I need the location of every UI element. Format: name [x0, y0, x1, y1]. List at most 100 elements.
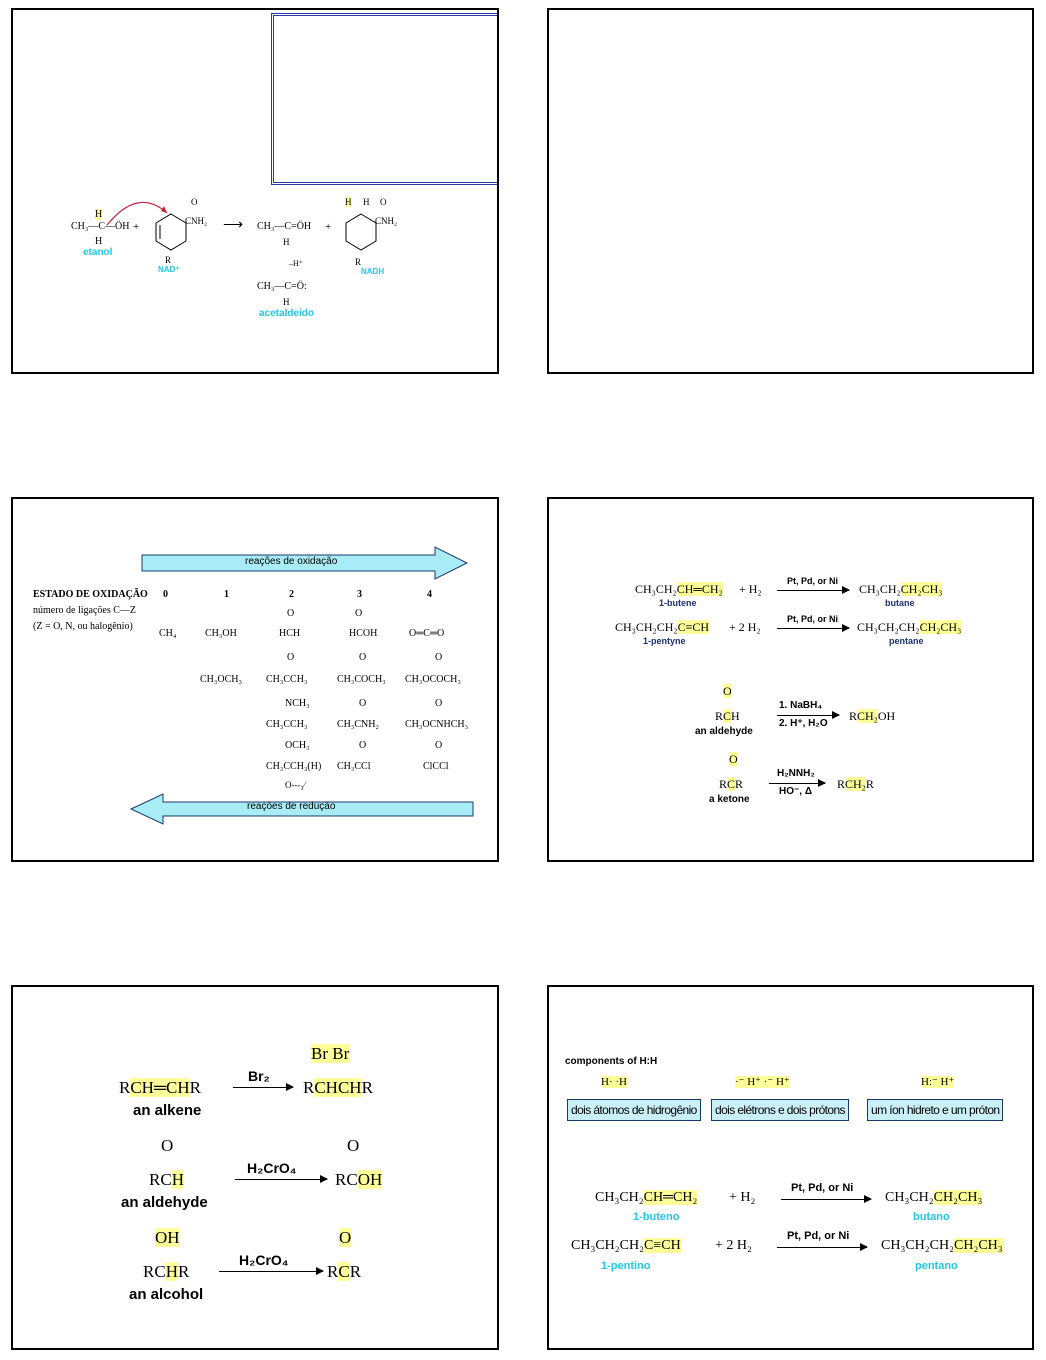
reduction-label: reações de redução: [247, 801, 336, 812]
r1-left: RCH═CHR: [119, 1078, 201, 1097]
r2-lname: 1-pentino: [601, 1260, 651, 1272]
group1-glyphs: H· ·H: [601, 1076, 627, 1088]
r2-cond: Pt, Pd, or Ni: [787, 1230, 850, 1242]
r2-left: RCH: [149, 1170, 184, 1189]
r2-rname: pentano: [915, 1260, 958, 1272]
r1-c1: CH₃OH: [205, 628, 237, 639]
nadh-amide: CNH₂: [375, 216, 398, 226]
r4-och3: OCH₃: [285, 740, 310, 751]
col-4: 4: [427, 589, 432, 600]
r1-cond: Br₂: [248, 1068, 270, 1084]
r4-right: RCH₂R: [837, 777, 874, 791]
r1-c3: HCOH: [349, 628, 378, 639]
nad-ring: [155, 213, 187, 251]
r3-right: RCH₂OH: [849, 709, 896, 723]
r3-name: an alcohol: [129, 1286, 204, 1303]
r1-left: CH₃CH₂CH═CH₂: [595, 1190, 698, 1205]
o-mark: O: [287, 608, 295, 619]
r2-arrow: [235, 1175, 328, 1183]
r3-oh: OH: [155, 1228, 180, 1247]
r4-left: RCR: [719, 777, 744, 791]
nadh-r: R: [355, 257, 362, 267]
r1-rname: butane: [885, 598, 915, 608]
r2-name: an aldehyde: [121, 1194, 208, 1211]
r2-plus: + 2 H₂: [715, 1238, 752, 1253]
label-etanol: etanol: [83, 247, 113, 258]
r2-c2: CH₃CCH₃: [266, 674, 308, 685]
label-nad: NAD⁺: [158, 265, 180, 274]
ethanol-formula: CH₃—C—ÖH: [71, 221, 130, 232]
r1-plus: + H₂: [739, 582, 762, 596]
r3-left: RCHR: [143, 1262, 190, 1281]
r1-arrow: [781, 1195, 872, 1203]
o-mark: O: [355, 608, 363, 619]
r2-plus: + 2 H₂: [729, 620, 761, 634]
blue-frame: [271, 13, 497, 185]
product-h: H: [283, 237, 290, 247]
r2-lname: 1-pentyne: [643, 636, 686, 646]
o-mark: O: [359, 698, 367, 709]
label-acetaldeido: acetaldeído: [259, 308, 315, 319]
r4-cond2: HO⁻, Δ: [779, 786, 813, 797]
product-h2: H: [283, 297, 290, 307]
box-dois-eletrons: dois elétrons e dois prótons: [711, 1099, 849, 1121]
oxidation-sub1: número de ligações C—Z: [33, 605, 137, 616]
r1-arrow: [777, 586, 850, 594]
group3-glyphs: H:⁻ H⁺: [921, 1076, 955, 1088]
o-mark: O: [359, 740, 367, 751]
h-highlighted: H: [95, 209, 103, 220]
nadh-h2: H: [363, 197, 370, 207]
r2-arrow: [777, 1243, 868, 1251]
col-3: 3: [357, 589, 362, 600]
r1-name: an alkene: [133, 1102, 202, 1119]
r1-right: RCHCHR: [303, 1078, 373, 1097]
r1-c2: HCH: [279, 628, 301, 639]
r2-left: CH₃CH₂CH₂C≡CH: [571, 1238, 681, 1253]
r3-arrow: [219, 1267, 324, 1275]
r1-lname: 1-buteno: [633, 1211, 680, 1223]
r3-o: O: [723, 684, 732, 698]
r2-right: CH₃CH₂CH₂CH₂CH₃: [881, 1238, 1003, 1253]
nadh-h1: H: [345, 197, 352, 207]
box-ion-hidreto: um íon hidreto e um próton: [867, 1099, 1004, 1121]
product-top: CH₃—C=ÖH: [257, 221, 312, 232]
r4-extra: O---₃⁄: [285, 780, 306, 790]
r1-cond: Pt, Pd, or Ni: [787, 576, 839, 586]
minus-h: –H⁺: [289, 259, 303, 268]
r1-rname: butano: [913, 1211, 950, 1223]
nadh-ring: [345, 213, 377, 251]
r3-cond: H₂CrO₄: [239, 1252, 289, 1268]
r3-cond1: 1. NaBH₄: [779, 700, 823, 711]
r2-rname: pentane: [889, 636, 924, 646]
slide-6: components of H:H H· ·H ·⁻ H⁺ ·⁻ H⁺ H:⁻ …: [547, 985, 1034, 1350]
r2-c3: CH₃COCH₃: [337, 674, 386, 685]
oxidation-heading: ESTADO DE OXIDAÇÃO: [33, 589, 148, 600]
slide-2: [547, 8, 1034, 374]
nad-r: R: [165, 255, 172, 265]
slide-3: reações de oxidação ESTADO DE OXIDAÇÃO n…: [11, 497, 499, 862]
r2-o: O: [161, 1136, 174, 1155]
r1-cond: Pt, Pd, or Ni: [791, 1182, 854, 1194]
r4-c4: ClCCl: [423, 761, 449, 772]
col-2: 2: [289, 589, 294, 600]
r2-cond: H₂CrO₄: [247, 1160, 297, 1176]
product-bottom: CH₃—C=Ö:: [257, 281, 307, 292]
ethanol-h: H: [95, 236, 103, 247]
r3-right: RCR: [327, 1262, 362, 1281]
r3-cond2: 2. H⁺, H₂O: [779, 718, 828, 729]
r2-right: CH₃CH₂CH₂CH₂CH₃: [857, 620, 962, 634]
r2-cond: Pt, Pd, or Ni: [787, 614, 839, 624]
o-mark: O: [435, 652, 443, 663]
slide-4: CH₃CH₂CH═CH₂ + H₂ Pt, Pd, or Ni CH₃CH₂CH…: [547, 497, 1034, 862]
r1-lname: 1-butene: [659, 598, 697, 608]
electron-arrow: [106, 201, 168, 226]
r1-left: CH₃CH₂CH═CH₂: [635, 582, 723, 596]
nad-o: O: [191, 197, 198, 207]
r3-nch3: NCH₃: [285, 698, 310, 709]
r4-c3: CH₃CCl: [337, 761, 371, 772]
r4-arrow: [769, 779, 826, 787]
nad-amide: CNH₂: [185, 216, 208, 226]
r1-right: CH₃CH₂CH₂CH₃: [859, 582, 943, 596]
box-dois-atomos: dois átomos de hidrogênio: [567, 1099, 701, 1121]
col-0: 0: [163, 589, 168, 600]
